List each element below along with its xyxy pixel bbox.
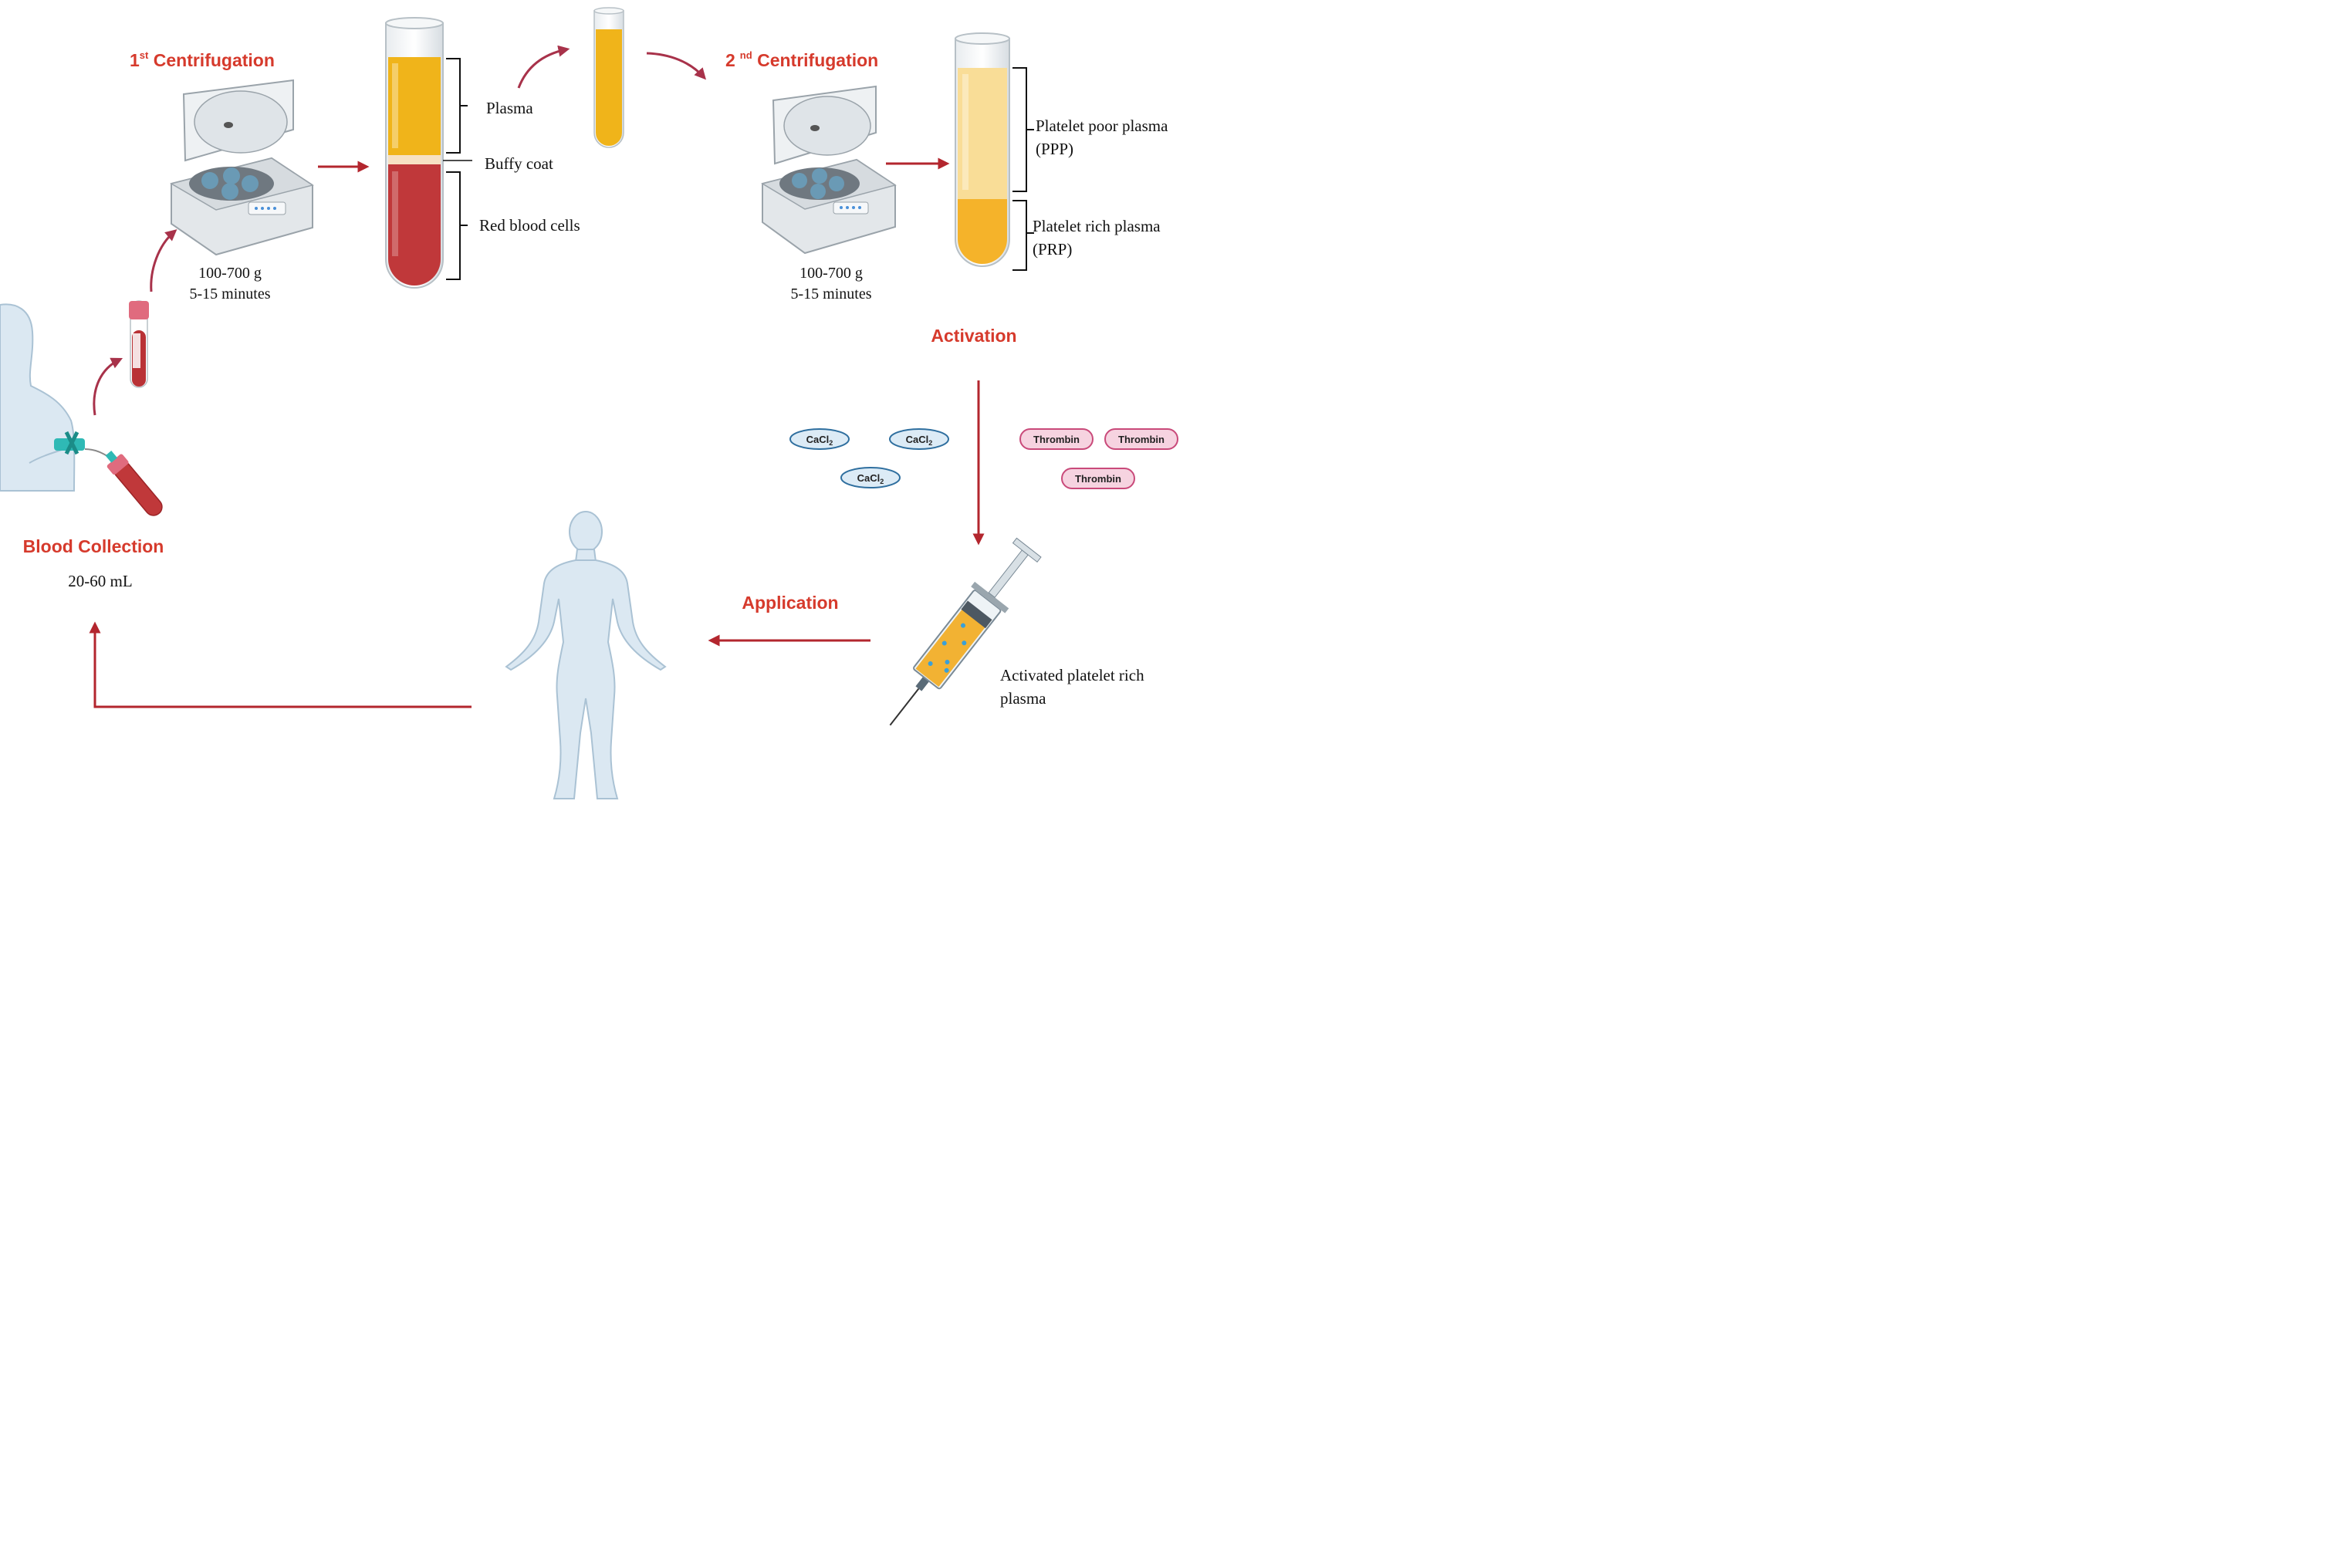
activated-prp-label-line1: Activated platelet rich xyxy=(1000,666,1144,684)
collection-tube-icon xyxy=(84,448,163,516)
syringe-icon xyxy=(889,537,1042,726)
first-centrifugation-time: 5-15 minutes xyxy=(190,286,271,302)
prp-label-line2: (PRP) xyxy=(1033,240,1072,259)
svg-text:Thrombin: Thrombin xyxy=(1118,434,1165,445)
tube-to-plasma-arrow xyxy=(517,45,570,89)
plasma-label: Plasma xyxy=(486,99,533,117)
svg-text:CaCl2: CaCl2 xyxy=(857,472,884,485)
blood-collection-title: Blood Collection xyxy=(23,536,164,556)
svg-text:Thrombin: Thrombin xyxy=(1033,434,1080,445)
tube-to-centrifuge-arrow xyxy=(150,229,177,292)
ppp-bracket xyxy=(1012,67,1034,192)
centrifuge-2-icon xyxy=(761,85,897,255)
centrifuge-1-icon xyxy=(170,79,314,256)
ppp-label-line2: (PPP) xyxy=(1036,140,1073,158)
arm-to-tube-arrow xyxy=(93,357,123,416)
prp-tube xyxy=(955,32,1010,267)
svg-text:Thrombin: Thrombin xyxy=(1075,473,1121,485)
second-centrifugation-time: 5-15 minutes xyxy=(791,286,872,302)
thrombin-badge: Thrombin xyxy=(1019,428,1094,450)
prp-process-diagram: Blood Collection 20-60 mL 1st Centrifuga… xyxy=(0,7,1178,799)
tourniquet-icon xyxy=(54,431,85,455)
plasma-transfer-tube xyxy=(593,7,624,148)
thrombin-badge: Thrombin xyxy=(1061,468,1135,489)
application-title: Application xyxy=(742,593,838,613)
cacl2-badge: CaCl2 xyxy=(889,428,949,450)
first-centrifugation-force: 100-700 g xyxy=(198,265,262,282)
rbc-bracket xyxy=(446,171,468,280)
human-body-figure xyxy=(505,511,667,799)
blood-sample-tube-icon xyxy=(129,300,149,388)
return-loop-arrow xyxy=(89,621,472,708)
prp-bracket xyxy=(1012,200,1034,271)
second-centrifugation-force: 100-700 g xyxy=(799,265,863,282)
svg-text:CaCl2: CaCl2 xyxy=(806,434,833,447)
activation-title: Activation xyxy=(931,326,1016,346)
thrombin-badge: Thrombin xyxy=(1104,428,1178,450)
cacl2-badge: CaCl2 xyxy=(840,467,901,488)
rbc-label: Red blood cells xyxy=(479,216,580,235)
ppp-label-line1: Platelet poor plasma xyxy=(1036,117,1168,135)
activated-prp-label-line2: plasma xyxy=(1000,689,1046,708)
buffy-coat-label: Buffy coat xyxy=(485,154,553,173)
plasma-bracket xyxy=(446,58,468,154)
separated-blood-tube xyxy=(385,17,444,289)
patient-arm-illustration xyxy=(0,303,76,492)
plasma-to-centrifuge-arrow xyxy=(646,52,707,80)
blood-volume-label: 20-60 mL xyxy=(68,572,132,590)
first-centrifugation-title: 1st Centrifugation xyxy=(130,49,275,70)
svg-text:CaCl2: CaCl2 xyxy=(906,434,933,447)
cacl2-badge: CaCl2 xyxy=(789,428,850,450)
prp-label-line1: Platelet rich plasma xyxy=(1033,217,1161,235)
